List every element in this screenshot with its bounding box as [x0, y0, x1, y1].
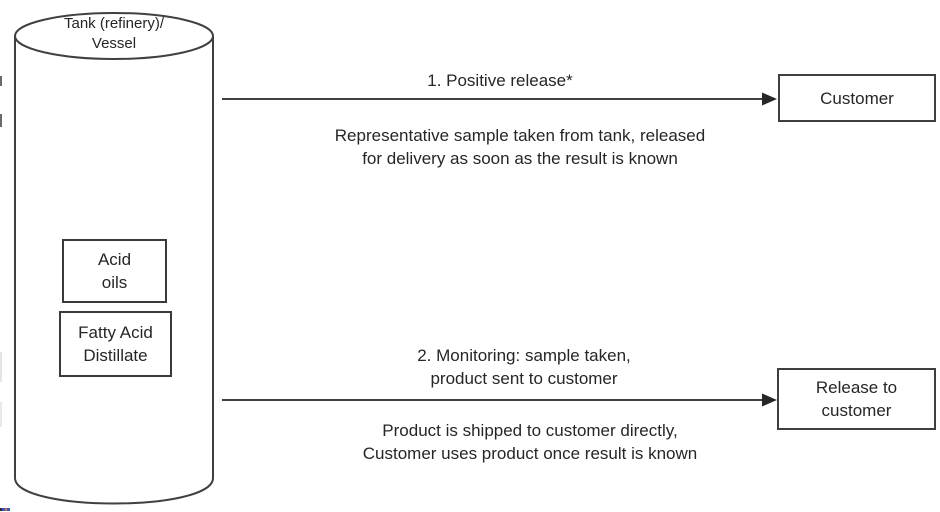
edge-artifacts	[0, 76, 10, 511]
tank-label: Tank (refinery)/ Vessel	[63, 15, 165, 52]
tank-content-box-acid-oils: Acid oils	[62, 239, 167, 303]
customer-box: Customer	[778, 74, 936, 122]
tank-cylinder-shape	[14, 12, 214, 505]
arrow-positive-release	[222, 92, 777, 106]
tank-top-ellipse	[14, 12, 214, 60]
flow-1-description: Representative sample taken from tank, r…	[334, 126, 706, 168]
corner-logo-sliver	[5, 508, 7, 511]
flow-2-step-label: 2. Monitoring: sample taken, product sen…	[417, 346, 631, 388]
release-to-customer-box: Release to customer	[777, 368, 936, 430]
left-edge-mark	[0, 76, 2, 86]
arrow-monitoring	[222, 393, 777, 407]
corner-logo-sliver	[0, 508, 2, 511]
corner-logo-sliver	[2, 508, 5, 511]
arrow-2-head	[762, 393, 777, 407]
tank-bottom-arc	[14, 477, 214, 505]
left-edge-mark	[0, 114, 2, 127]
corner-logo-sliver	[7, 508, 10, 511]
left-edge-faint-mark	[0, 402, 2, 427]
flow-1-step-label: 1. Positive release*	[427, 71, 573, 90]
left-edge-faint-mark	[0, 352, 2, 382]
arrow-1-head	[762, 92, 777, 106]
tank-content-box-fatty-acid-distillate: Fatty Acid Distillate	[59, 311, 172, 377]
flow-2-description: Product is shipped to customer directly,…	[362, 421, 698, 463]
